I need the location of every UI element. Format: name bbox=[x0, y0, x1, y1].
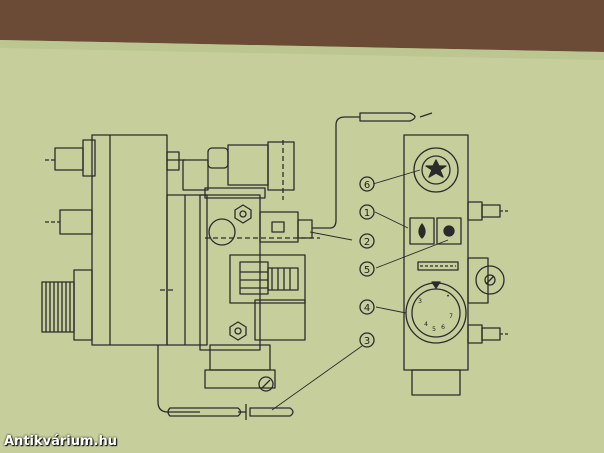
callout-1 bbox=[359, 204, 375, 220]
callout-label-5: 5 bbox=[364, 265, 370, 276]
callout-2 bbox=[359, 233, 375, 249]
thermostat-bulb bbox=[167, 404, 294, 420]
dial-number: • bbox=[446, 293, 450, 300]
thermocouple-tip bbox=[359, 112, 433, 122]
dial-number: 3 bbox=[418, 298, 422, 305]
callout-5 bbox=[359, 261, 375, 277]
callout-label-1: 1 bbox=[364, 208, 370, 219]
callout-4 bbox=[359, 299, 375, 315]
gas-valve-side-view bbox=[41, 134, 320, 392]
callout-6 bbox=[359, 176, 375, 192]
dial-number: 6 bbox=[441, 324, 445, 331]
paper-sheet bbox=[0, 40, 604, 453]
callout-label-3: 3 bbox=[364, 336, 370, 347]
flame-window-icon bbox=[425, 159, 447, 178]
knurled-knob bbox=[41, 281, 75, 333]
hex-bolt bbox=[229, 321, 247, 341]
gas-valve-front-view bbox=[403, 134, 510, 396]
callout-label-4: 4 bbox=[364, 303, 370, 314]
thermocouple-wire bbox=[312, 116, 360, 229]
callout-3 bbox=[359, 332, 375, 348]
dial-number: 4 bbox=[424, 321, 428, 328]
watermark: Antikvárium.hu bbox=[4, 434, 117, 449]
callout-label-2: 2 bbox=[364, 237, 370, 248]
dial-number: 7 bbox=[449, 313, 453, 320]
pilot-button-icon bbox=[443, 225, 455, 237]
hex-bolt bbox=[234, 204, 252, 224]
flame-button-icon bbox=[418, 223, 426, 239]
dial-number: 5 bbox=[432, 326, 436, 333]
callout-label-6: 6 bbox=[364, 180, 370, 191]
